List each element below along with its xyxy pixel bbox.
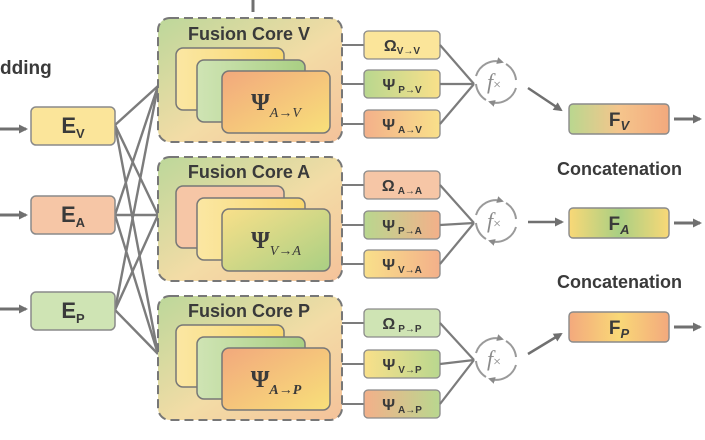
output-box-p: FP	[568, 311, 670, 343]
svg-text:ΨA→P: ΨA→P	[382, 397, 422, 416]
fusion-core-title: Fusion Core P	[188, 301, 310, 321]
svg-text:ΩP→P: ΩP→P	[382, 316, 421, 335]
fx-to-output-arrow-v	[527, 86, 563, 112]
fusion-core-title: Fusion Core V	[188, 24, 310, 44]
embedding-subscript: P	[76, 311, 85, 326]
fusion-core-title: Fusion Core A	[188, 162, 310, 182]
header-fragment: dding	[0, 58, 52, 79]
psi-card-label: ΨV→A	[251, 228, 301, 259]
psi-card	[221, 208, 331, 272]
svg-text:EV: EV	[61, 113, 85, 141]
svg-text:ΩV→V: ΩV→V	[384, 38, 420, 57]
fx-to-output-arrow-p	[527, 332, 563, 356]
psi-card	[221, 347, 331, 411]
output-box-v: FV	[568, 103, 670, 135]
embedding-label: E	[61, 298, 76, 323]
output-box-a: FA	[568, 207, 670, 239]
fx-aggregator-v: f×	[475, 57, 517, 107]
cross-connections	[113, 85, 160, 355]
fusion-core-v: Fusion Core V ΨA→V	[157, 17, 343, 143]
embedding-label: E	[61, 113, 76, 138]
embedding-subscript: A	[76, 215, 86, 230]
psi-card-label: ΨA→P	[251, 367, 302, 398]
svg-text:ΨP→V: ΨP→V	[382, 77, 422, 96]
concatenation-label: Concatenation	[557, 272, 682, 292]
embedding-box-p: EP	[30, 291, 116, 331]
embedding-box-a: EA	[30, 195, 116, 235]
svg-text:FA: FA	[609, 214, 630, 237]
svg-text:f×: f×	[487, 346, 501, 371]
svg-text:EP: EP	[61, 298, 85, 326]
svg-text:ΨV→P: ΨV→P	[382, 357, 422, 376]
fx-aggregator-p: f×	[475, 334, 517, 384]
op-to-fx-lines	[439, 44, 475, 405]
concatenation-label: Concatenation	[557, 159, 682, 179]
psi-card	[221, 70, 331, 134]
embedding-box-v: EV	[30, 106, 116, 146]
svg-text:FP: FP	[609, 318, 630, 341]
fx-aggregator-a: f×	[475, 196, 517, 246]
embedding-subscript: V	[76, 126, 85, 141]
svg-text:EA: EA	[61, 202, 86, 230]
svg-text:ΩA→A: ΩA→A	[382, 178, 422, 197]
core-to-op-lines	[342, 44, 364, 405]
svg-text:ΨA→V: ΨA→V	[382, 117, 422, 136]
svg-text:f×: f×	[487, 208, 501, 233]
fusion-core-a: Fusion Core A ΨV→A	[157, 156, 343, 282]
embedding-label: E	[61, 202, 76, 227]
svg-text:ΨV→A: ΨV→A	[382, 257, 422, 276]
svg-text:f×: f×	[487, 69, 501, 94]
svg-text:FV: FV	[609, 110, 631, 133]
op-box: ΩV→V	[363, 30, 441, 60]
psi-card-label: ΨA→V	[251, 90, 302, 121]
fusion-core-p: Fusion Core P ΨA→P	[157, 295, 343, 421]
svg-text:ΨP→A: ΨP→A	[382, 218, 422, 237]
